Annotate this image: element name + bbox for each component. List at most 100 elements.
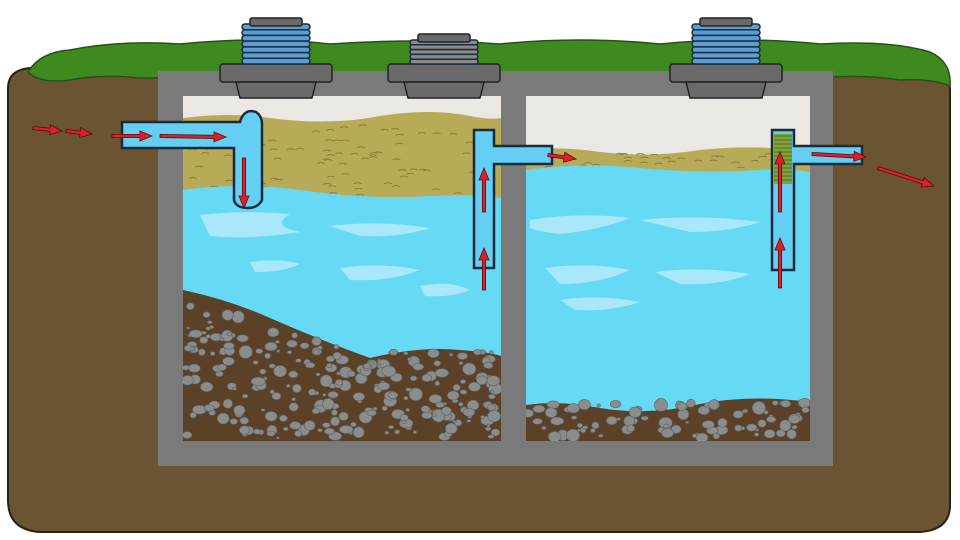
sludge-rock: [488, 393, 496, 400]
sludge-rock: [252, 360, 259, 365]
sludge-rock: [458, 401, 464, 407]
riser-access-lid-icon: [417, 33, 471, 43]
sludge-rock: [295, 358, 302, 363]
sludge-rock: [322, 398, 335, 410]
scum-fleck: [322, 149, 332, 152]
scum-fleck: [360, 157, 370, 160]
sludge-rock: [468, 381, 481, 392]
sludge-rock: [186, 302, 195, 311]
sludge-rock: [221, 309, 234, 321]
sludge-rock: [203, 404, 215, 412]
scum-fleck: [715, 155, 725, 158]
scum-fleck: [640, 156, 649, 159]
scum-fleck: [399, 175, 409, 178]
sludge-rock: [273, 365, 287, 378]
sludge-rock: [206, 320, 213, 325]
red-flow-arrow-icon: [547, 151, 578, 163]
sludge-rock: [401, 420, 407, 425]
sludge-rock: [451, 419, 457, 423]
scum-fleck: [448, 132, 458, 135]
sludge-rocks-right: [526, 397, 810, 441]
red-flow-arrow-icon: [774, 236, 786, 289]
scum-fleck: [322, 182, 332, 185]
sludge-rock: [279, 414, 288, 422]
sludge-rock: [532, 404, 546, 413]
sludge-rock: [311, 408, 320, 415]
scum-fleck: [694, 159, 703, 162]
sludge-rock: [788, 414, 801, 424]
sludge-rock: [480, 415, 485, 419]
sludge-rock: [324, 427, 335, 435]
sludge-rock: [294, 430, 302, 438]
sludge-rock: [333, 344, 340, 350]
scum-fleck: [355, 193, 365, 196]
sludge-rock: [701, 420, 715, 429]
sludge-rock: [332, 351, 342, 360]
scum-fleck: [667, 160, 676, 163]
transfer-tee-pipe: [472, 128, 554, 270]
sludge-rock: [377, 362, 382, 366]
red-flow-arrow-icon: [877, 165, 935, 188]
riser-ring: [409, 58, 479, 65]
sludge-rock: [303, 420, 316, 431]
sludge-rock: [798, 397, 810, 409]
sludge-rock: [626, 424, 635, 433]
scum-fleck: [341, 173, 350, 176]
sludge-rock: [786, 429, 797, 440]
sludge-rock: [336, 371, 341, 376]
right-compartment: [526, 96, 810, 441]
sludge-rock: [317, 428, 323, 433]
sludge-rock: [286, 339, 298, 348]
sludge-rock: [452, 384, 461, 392]
scum-fleck: [662, 157, 671, 159]
scum-fleck: [395, 133, 404, 136]
sludge-rock: [330, 416, 341, 427]
riser-access-lid-icon: [699, 17, 753, 27]
sludge-rock: [476, 375, 488, 386]
sludge-rock: [685, 420, 690, 424]
red-flow-arrow-icon: [774, 150, 786, 213]
sludge-rock: [215, 371, 224, 377]
scum-fleck: [224, 179, 234, 182]
sludge-rock: [571, 415, 578, 420]
sludge-rock: [459, 379, 467, 384]
sludge-rock: [388, 425, 395, 430]
sludge-rock: [487, 410, 501, 423]
scum-fleck: [332, 139, 342, 142]
riser-ring: [691, 28, 761, 37]
sludge-rock: [708, 399, 720, 411]
sludge-rock: [259, 368, 267, 375]
sludge-rock: [734, 424, 743, 432]
sludge-rock: [591, 421, 600, 430]
sludge-rock: [775, 429, 786, 438]
sludge-rock: [486, 423, 491, 428]
sludge-rock: [288, 402, 299, 412]
riser-flange: [219, 63, 333, 83]
sludge-rock: [222, 356, 235, 366]
sludge-rock: [791, 424, 798, 430]
sludge-rock: [276, 349, 281, 353]
scum-fleck: [328, 192, 338, 195]
sludge-rock: [366, 409, 377, 417]
sludge-rock: [449, 352, 454, 357]
sludge-rock: [686, 398, 696, 408]
scum-fleck: [322, 158, 331, 161]
scum-fleck: [341, 139, 350, 142]
sludge-rock: [489, 350, 494, 355]
sludge-rock: [188, 329, 203, 338]
sludge-rock: [427, 348, 440, 359]
sludge-rock: [443, 401, 448, 406]
water-highlights-right: [530, 215, 760, 311]
sludge-rock: [219, 337, 225, 342]
scum-fleck: [654, 162, 664, 165]
sludge-rock: [485, 426, 492, 431]
sludge-rock: [490, 389, 495, 394]
scum-fleck: [311, 130, 321, 133]
sludge-rock: [466, 419, 471, 423]
red-flow-arrow-icon: [32, 124, 64, 136]
sludge-rock: [712, 432, 720, 440]
sludge-rock: [596, 403, 601, 408]
scum-fleck: [395, 142, 404, 145]
sludge-rock: [331, 409, 338, 416]
sludge-rock: [381, 365, 396, 377]
